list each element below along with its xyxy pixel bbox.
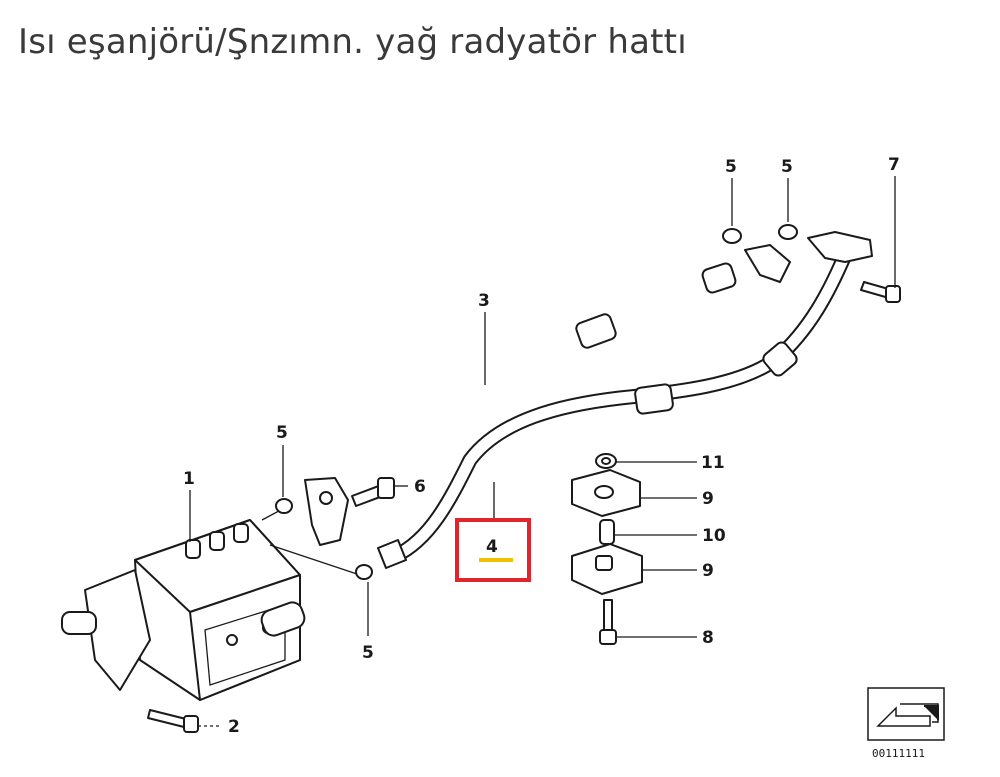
callout-1: 1	[183, 469, 195, 489]
callout-5b: 5	[781, 157, 793, 177]
page-title: Isı eşanjörü/Şnzımn. yağ radyatör hattı	[18, 22, 687, 62]
callout-3: 3	[478, 291, 490, 311]
o-ring-5d[interactable]	[355, 564, 373, 580]
callout-9a: 9	[702, 489, 714, 509]
pipe-3[interactable]	[304, 244, 792, 546]
bolt-6[interactable]	[351, 477, 395, 507]
diagram-code: 00111111	[872, 747, 925, 760]
highlight-underline	[479, 558, 513, 562]
callout-11: 11	[701, 453, 725, 473]
callout-5c: 5	[276, 423, 288, 443]
callout-7: 7	[888, 155, 900, 175]
bolt-8[interactable]	[599, 599, 617, 645]
callout-4[interactable]: 4	[486, 537, 498, 557]
nut-11[interactable]	[595, 453, 617, 469]
callout-9b: 9	[702, 561, 714, 581]
bolt-2[interactable]	[147, 709, 199, 733]
callout-5d: 5	[362, 643, 374, 663]
highlight-box-part-4	[455, 518, 531, 582]
holder-9-bottom[interactable]	[571, 543, 643, 595]
diagram-icon	[867, 687, 945, 741]
callout-8: 8	[702, 628, 714, 648]
heat-exchanger-1[interactable]	[61, 519, 307, 701]
o-ring-5c[interactable]	[275, 498, 293, 514]
bolt-7[interactable]	[860, 281, 901, 303]
callout-5a: 5	[725, 157, 737, 177]
callout-6: 6	[414, 477, 426, 497]
callout-10: 10	[702, 526, 726, 546]
pipe-4[interactable]	[377, 231, 873, 569]
holder-9-top[interactable]	[571, 469, 641, 517]
callout-2: 2	[228, 717, 240, 737]
spacer-10[interactable]	[599, 519, 615, 545]
o-ring-5a[interactable]	[722, 228, 742, 244]
o-ring-5b[interactable]	[778, 224, 798, 240]
